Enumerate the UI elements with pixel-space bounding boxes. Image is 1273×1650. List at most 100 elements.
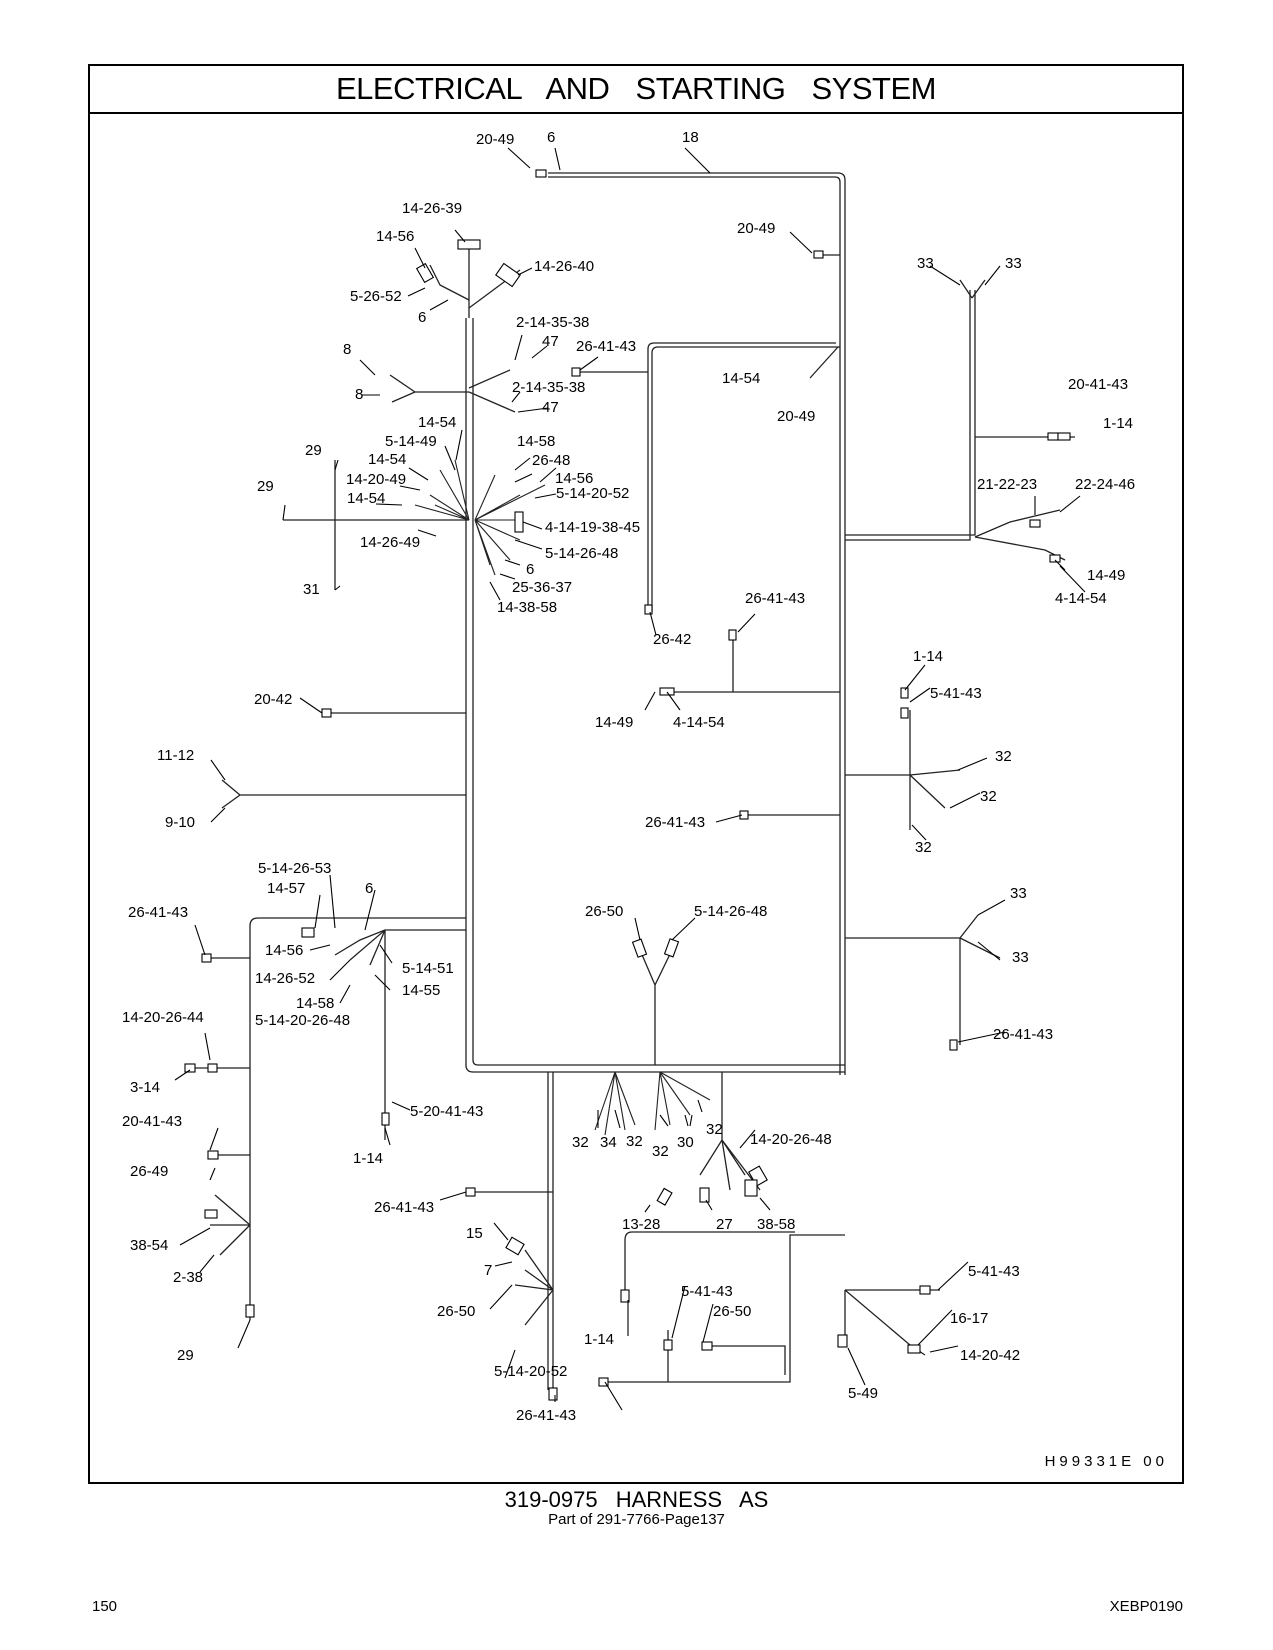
callout-label: 31 <box>303 581 320 598</box>
wire-26-50-bottom <box>712 1345 786 1375</box>
callout-label: 26-42 <box>653 631 691 648</box>
connector <box>495 262 521 288</box>
callout-label: 26-41-43 <box>516 1407 576 1424</box>
callout-leaders <box>174 147 1086 1411</box>
callout-label: 26-50 <box>585 903 623 920</box>
wire-11-12 <box>221 779 466 809</box>
connector <box>907 1344 921 1354</box>
callout-label: 14-55 <box>402 982 440 999</box>
connector <box>1047 432 1059 441</box>
callout-label: 14-54 <box>722 370 760 387</box>
callout-label: 5-14-26-48 <box>545 545 618 562</box>
harness-connectors <box>184 169 1071 1401</box>
connector <box>656 1187 673 1206</box>
connector <box>204 1209 218 1219</box>
wire-right-5-41-43 <box>844 1289 940 1356</box>
callout-label: 1-14 <box>913 648 943 665</box>
connector <box>663 938 680 958</box>
connector <box>245 1304 255 1318</box>
connector <box>598 1377 609 1387</box>
wire-right-mid <box>845 710 961 830</box>
connector <box>514 511 524 533</box>
callout-label: 26-41-43 <box>128 904 188 921</box>
callout-label: 32 <box>652 1143 669 1160</box>
callout-label: 25-36-37 <box>512 579 572 596</box>
callout-label: 13-28 <box>622 1216 660 1233</box>
wire-33-fork <box>959 279 986 299</box>
callout-label: 5-26-52 <box>350 288 402 305</box>
callout-label: 21-22-23 <box>977 476 1037 493</box>
callout-label: 34 <box>600 1134 617 1151</box>
wire-connector-cluster <box>334 929 466 1140</box>
connector <box>505 1236 525 1256</box>
wire-top-trunk <box>548 172 846 1075</box>
callout-label: 18 <box>682 129 699 146</box>
callout-label: 26-41-43 <box>645 814 705 831</box>
wire-bottom-loop <box>624 1231 795 1300</box>
connector <box>1057 432 1071 441</box>
callout-label: 14-20-42 <box>960 1347 1020 1364</box>
callout-label: 1-14 <box>1103 415 1133 432</box>
callout-label: 6 <box>418 309 426 326</box>
callout-label: 5-41-43 <box>681 1283 733 1300</box>
wire-lower-left-trunk <box>249 917 466 1320</box>
diagram-frame: ELECTRICAL AND STARTING SYSTEM H99331E 0… <box>88 64 1184 1484</box>
wire-21-22-23 <box>974 509 1061 538</box>
drawing-code: H99331E 00 <box>1044 1453 1168 1470</box>
callout-label: 7 <box>484 1262 492 1279</box>
callout-label: 29 <box>177 1347 194 1364</box>
callout-label: 1-14 <box>353 1150 383 1167</box>
connector <box>548 1387 558 1401</box>
wire-branch-26-42-b <box>647 342 836 612</box>
callout-label: 5-14-20-52 <box>494 1363 567 1380</box>
callout-label: 26-50 <box>713 1303 751 1320</box>
callout-label: 33 <box>1012 949 1029 966</box>
callout-label: 14-58 <box>296 995 334 1012</box>
callout-label: 14-20-26-48 <box>750 1131 832 1148</box>
wire-bottom-trunk <box>547 1072 554 1400</box>
wire-14-54-top <box>809 346 839 379</box>
callout-label: 20-41-43 <box>1068 376 1128 393</box>
connector <box>728 629 737 641</box>
callout-label: 14-49 <box>595 714 633 731</box>
callout-label: 26-49 <box>130 1163 168 1180</box>
connector <box>744 1179 758 1197</box>
caption: 319-0975 HARNESS AS Part of 291-7766-Pag… <box>0 1488 1273 1528</box>
connector <box>900 687 909 699</box>
callout-label: 5-14-26-48 <box>694 903 767 920</box>
connector <box>207 1063 218 1073</box>
harness-wires <box>190 172 1075 1400</box>
callout-label: 14-56 <box>555 470 593 487</box>
callout-label: 6 <box>526 561 534 578</box>
callout-label: 6 <box>365 880 373 897</box>
callout-label: 32 <box>995 748 1012 765</box>
callout-label: 8 <box>355 386 363 403</box>
callout-label: 14-56 <box>376 228 414 245</box>
callout-label: 5-14-51 <box>402 960 454 977</box>
wire-26-41-43-center <box>665 640 840 693</box>
callout-label: 26-41-43 <box>576 338 636 355</box>
callout-label: 14-26-49 <box>360 534 420 551</box>
callout-label: 27 <box>716 1216 733 1233</box>
callout-label: 32 <box>706 1121 723 1138</box>
callout-label: 14-54 <box>347 490 385 507</box>
callout-label: 14-26-39 <box>402 200 462 217</box>
callout-label: 3-14 <box>130 1079 160 1096</box>
callout-label: 1-14 <box>584 1331 614 1348</box>
callout-label: 5-14-49 <box>385 433 437 450</box>
connector <box>748 1165 768 1187</box>
callout-label: 32 <box>915 839 932 856</box>
wire-bottom-spray <box>594 1071 711 1136</box>
callout-label: 20-41-43 <box>122 1113 182 1130</box>
callout-label: 6 <box>547 129 555 146</box>
callout-label: 4-14-19-38-45 <box>545 519 640 536</box>
connector <box>381 1112 390 1126</box>
callout-label: 2-14-35-38 <box>512 379 585 396</box>
connector <box>919 1285 931 1295</box>
callout-label: 4-14-54 <box>673 714 725 731</box>
callout-label: 14-26-52 <box>255 970 315 987</box>
callout-label: 14-20-49 <box>346 471 406 488</box>
connector <box>571 367 581 377</box>
wire-14-20-26-48 <box>699 1072 761 1191</box>
